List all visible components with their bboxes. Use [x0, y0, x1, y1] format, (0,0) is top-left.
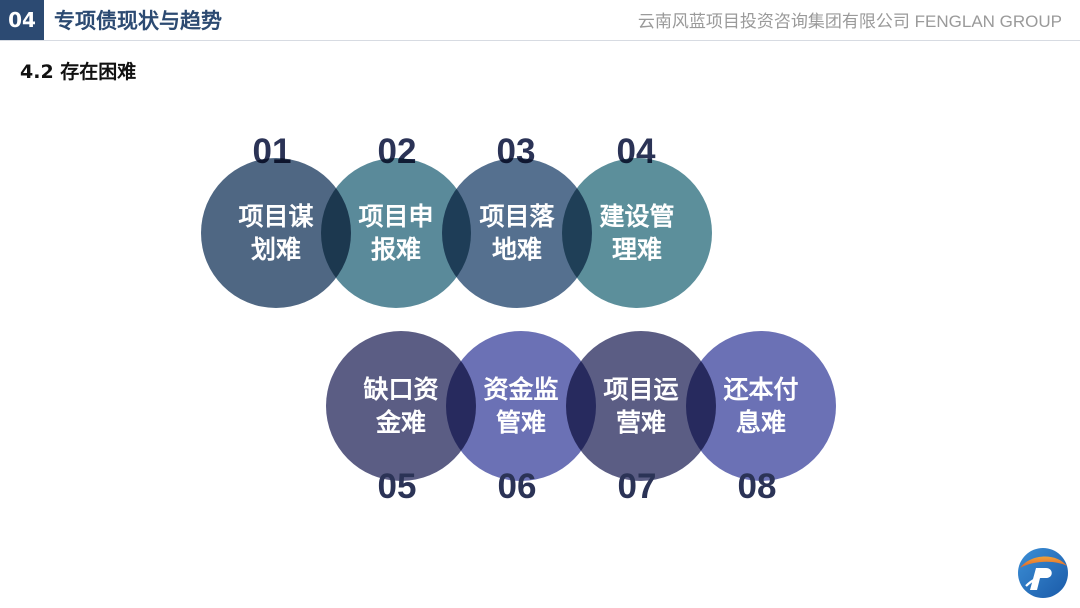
slide-title: 专项债现状与趋势	[54, 9, 222, 33]
section-title: 4.2 存在困难	[20, 61, 137, 83]
difficulty-label-02: 项目申报难	[358, 202, 434, 264]
difficulty-label-03: 项目落地难	[479, 202, 555, 264]
difficulty-circle-08: 还本付息难	[686, 331, 836, 481]
difficulty-circle-05: 缺口资金难	[326, 331, 476, 481]
header-divider	[0, 40, 1080, 41]
difficulty-label-05: 缺口资金难	[363, 375, 439, 437]
item-number-06: 06	[497, 467, 537, 506]
difficulty-label-01: 项目谋划难	[238, 202, 314, 264]
difficulty-label-04: 建设管理难	[599, 202, 675, 264]
section-number-badge: 04	[0, 0, 44, 40]
difficulty-label-08: 还本付息难	[723, 375, 799, 437]
item-number-08: 08	[737, 467, 777, 506]
difficulty-label-07: 项目运营难	[603, 375, 679, 437]
item-number-05: 05	[377, 467, 417, 506]
company-logo-icon	[1018, 548, 1068, 598]
difficulty-label-06: 资金监管难	[483, 375, 559, 437]
company-name: 云南风蓝项目投资咨询集团有限公司 FENGLAN GROUP	[637, 12, 1062, 31]
item-number-07: 07	[617, 467, 657, 506]
difficulty-circle-04: 建设管理难	[562, 158, 712, 308]
